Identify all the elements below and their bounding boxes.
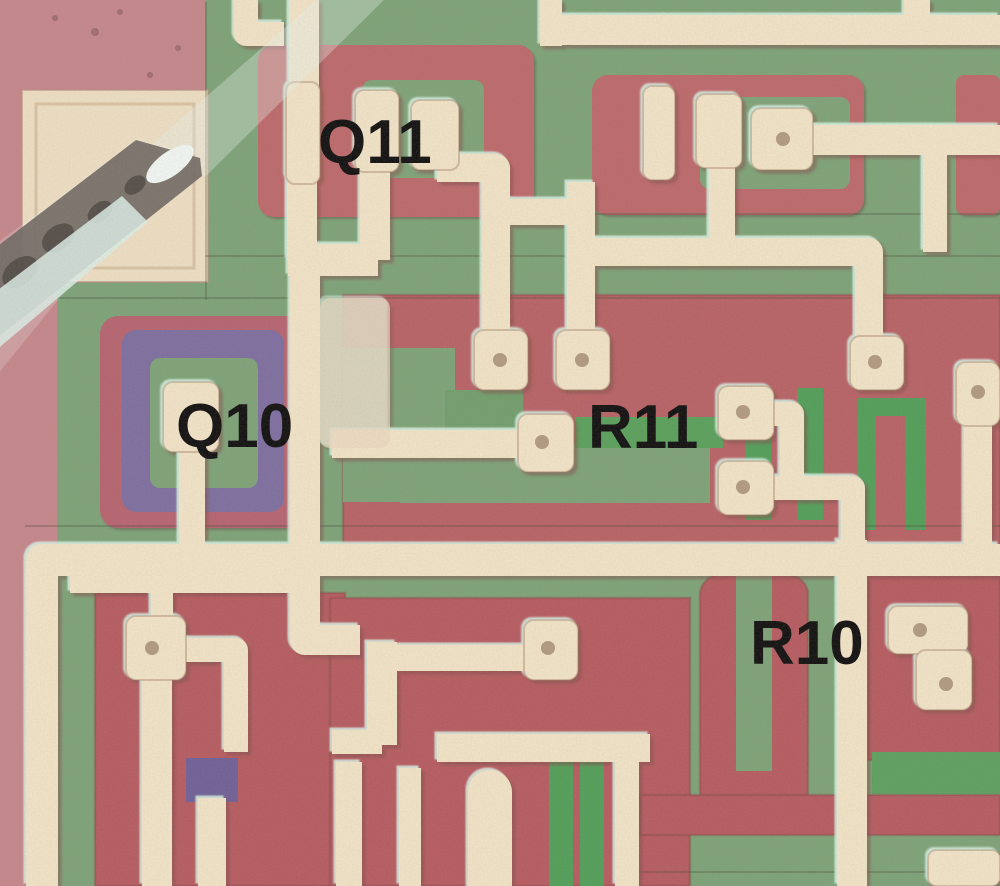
die-photo-svg: Q11 Q10 R11 R10 [0, 0, 1000, 886]
die-photo: Q11 Q10 R11 R10 [0, 0, 1000, 886]
photo-grain [0, 0, 1000, 886]
